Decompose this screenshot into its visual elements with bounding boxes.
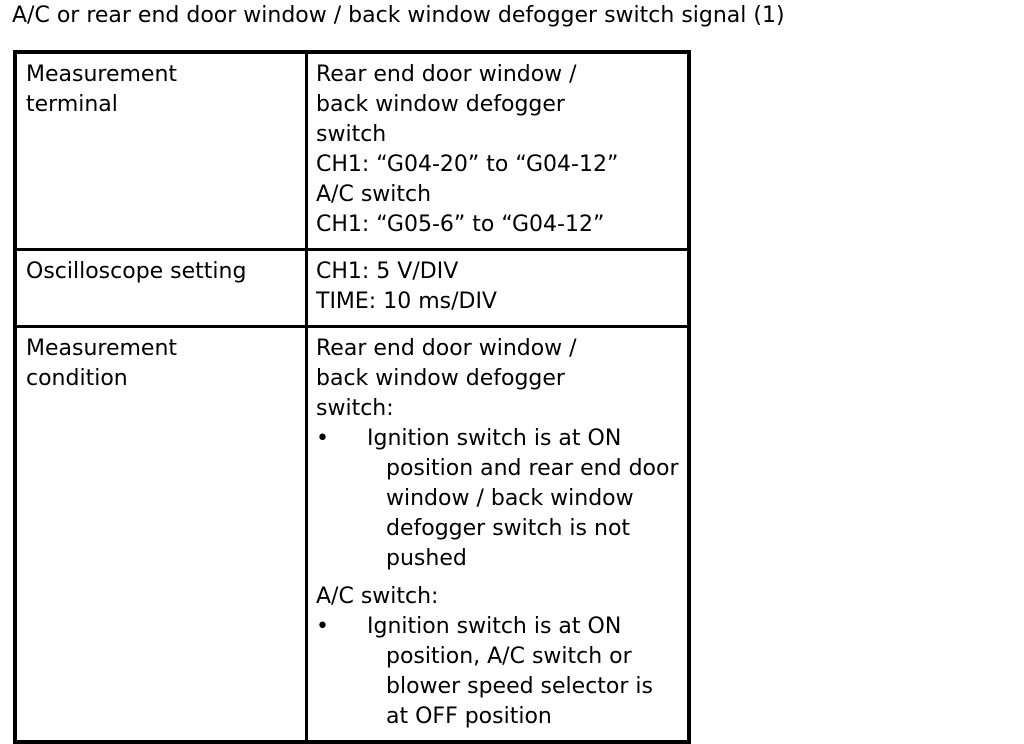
page-title: A/C or rear end door window / back windo… <box>12 3 785 28</box>
condition-heading-line: Rear end door window / <box>316 336 577 361</box>
row-label-content: Oscilloscope setting <box>17 251 305 321</box>
value-line-time-div: TIME: 10 ms/DIV <box>316 289 497 314</box>
value-line: switch <box>316 122 387 147</box>
label-line: Measurement <box>26 62 178 87</box>
bullet-icon: • <box>316 426 329 451</box>
label-line: terminal <box>26 92 118 117</box>
list-item: • Ignition switch is at ON position, A/C… <box>316 612 679 732</box>
condition-bullet-list: • Ignition switch is at ON position and … <box>316 424 679 574</box>
bullet-text: Ignition switch is at ON position, A/C s… <box>367 614 653 729</box>
row-label-content: Measurement terminal <box>17 54 305 243</box>
value-line: back window defogger <box>316 92 565 117</box>
row-value-cell: CH1: 5 V/DIV TIME: 10 ms/DIV <box>305 248 689 327</box>
condition-block-defogger-switch: Rear end door window / back window defog… <box>316 334 679 574</box>
row-label-cell: Oscilloscope setting <box>15 248 307 327</box>
row-label-cell: Measurement condition <box>15 325 307 742</box>
row-label-content: Measurement condition <box>17 328 305 740</box>
condition-heading-line: back window defogger <box>316 366 565 391</box>
specification-table: Measurement terminal Rear end door windo… <box>13 50 691 744</box>
row-value-cell: Rear end door window / back window defog… <box>305 325 689 742</box>
condition-block-ac-switch: A/C switch: • Ignition switch is at ON p… <box>316 582 679 732</box>
row-value-content: CH1: 5 V/DIV TIME: 10 ms/DIV <box>308 251 687 325</box>
row-label-cell: Measurement terminal <box>15 52 307 250</box>
condition-heading-line: switch: <box>316 396 394 421</box>
value-line-ch1-rear-defogger: CH1: “G04-20” to “G04-12” <box>316 152 619 177</box>
value-line-ch1-ac-switch: CH1: “G05-6” to “G04-12” <box>316 212 605 237</box>
label-line: condition <box>26 366 128 391</box>
condition-bullet-list: • Ignition switch is at ON position, A/C… <box>316 612 679 732</box>
row-value-cell: Rear end door window / back window defog… <box>305 52 689 250</box>
table-row-measurement-condition: Measurement condition Rear end door wind… <box>15 325 689 742</box>
row-value-content: Rear end door window / back window defog… <box>308 328 687 740</box>
row-value-content: Rear end door window / back window defog… <box>308 54 687 248</box>
table-row-measurement-terminal: Measurement terminal Rear end door windo… <box>15 52 689 250</box>
label-line: Measurement <box>26 336 178 361</box>
table-row-oscilloscope-setting: Oscilloscope setting CH1: 5 V/DIV TIME: … <box>15 248 689 327</box>
value-line: Rear end door window / <box>316 62 577 87</box>
value-line-ch1-voltage-div: CH1: 5 V/DIV <box>316 259 459 284</box>
condition-heading-line: A/C switch: <box>316 584 439 609</box>
value-line-ac-switch: A/C switch <box>316 182 432 207</box>
bullet-text: Ignition switch is at ON position and re… <box>367 426 679 571</box>
label-line: Oscilloscope setting <box>26 259 247 284</box>
list-item: • Ignition switch is at ON position and … <box>316 424 679 574</box>
bullet-icon: • <box>316 614 329 639</box>
